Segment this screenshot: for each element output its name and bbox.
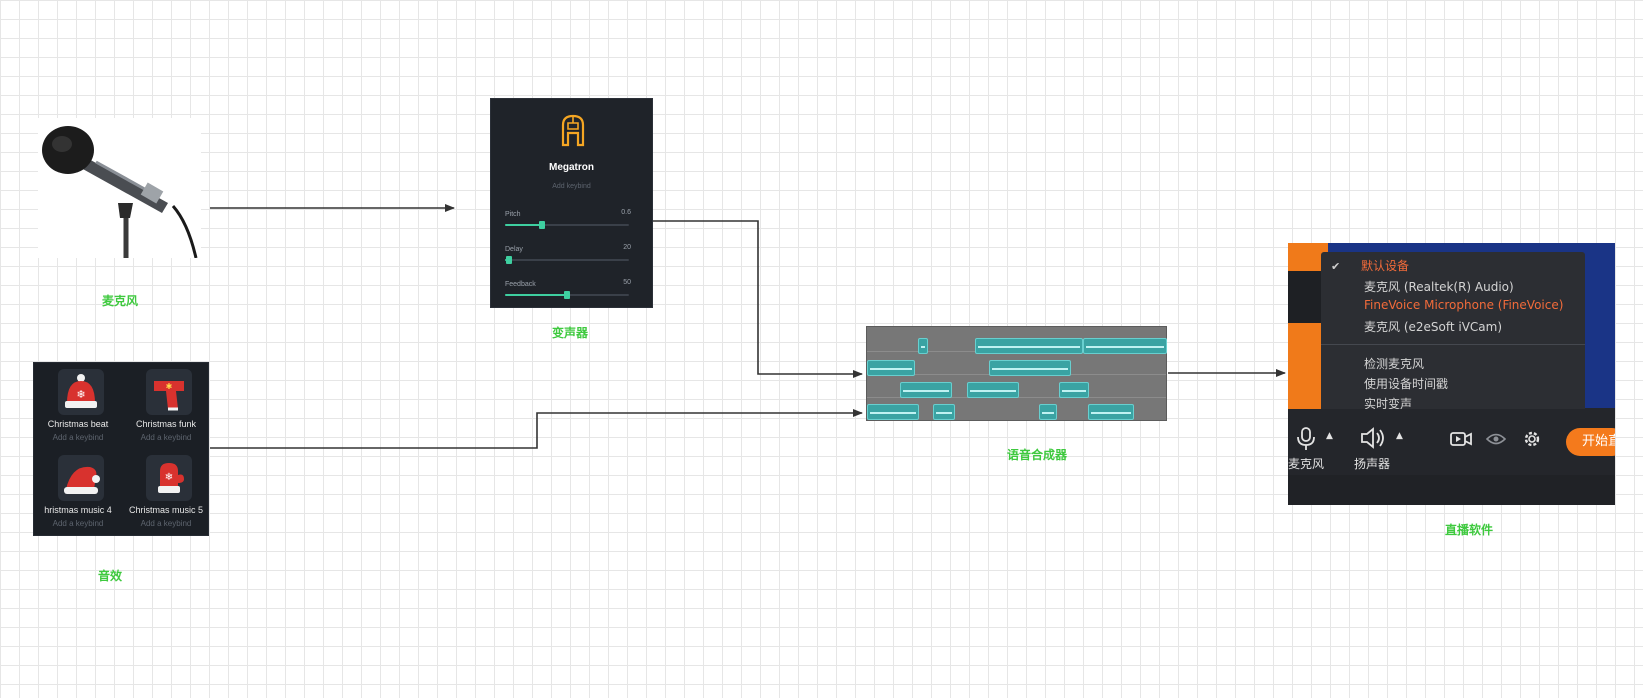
feedback-fill (505, 294, 567, 296)
sound-effect-tile[interactable]: hristmas music 4 Add a keybind (34, 451, 122, 537)
microphone-image (38, 118, 201, 259)
audio-clip[interactable] (933, 404, 955, 420)
sound-effect-keybind[interactable]: Add a keybind (140, 519, 192, 528)
scene-thumbnail[interactable] (1288, 323, 1322, 409)
audio-clip[interactable] (867, 404, 919, 420)
audio-clip[interactable] (1039, 404, 1057, 420)
sound-effect-tile[interactable]: ❄ Christmas music 5 Add a keybind (122, 451, 210, 537)
check-icon: ✔ (1331, 261, 1341, 273)
pitch-slider[interactable]: Pitch 0.6 (505, 209, 631, 235)
camera-icon[interactable] (1450, 431, 1472, 447)
audio-clip[interactable] (900, 382, 952, 398)
multitrack-timeline (866, 326, 1167, 421)
sound-effect-tile[interactable]: ✱ Christmas funk Add a keybind (122, 365, 210, 451)
caption-sound-effects: 音效 (98, 569, 123, 583)
menu-item-default-device[interactable]: 默认设备 (1361, 259, 1410, 273)
menu-item-device[interactable]: FineVoice Microphone (FineVoice) (1364, 298, 1564, 312)
menu-item-device[interactable]: 麦克风 (Realtek(R) Audio) (1364, 280, 1514, 294)
add-keybind-link[interactable]: Add keybind (552, 183, 591, 190)
caption-streaming-software: 直播软件 (1445, 523, 1494, 537)
santa-hat-icon (58, 455, 104, 501)
sound-effect-name: Christmas music 5 (128, 505, 203, 515)
chevron-up-icon[interactable]: ▲ (1396, 431, 1403, 441)
audio-clip[interactable] (867, 360, 915, 376)
snowflake-hat-icon: ❄ (58, 369, 104, 415)
audio-clip[interactable] (975, 338, 1083, 354)
pitch-knob[interactable] (539, 221, 545, 229)
speaker-icon[interactable] (1360, 427, 1386, 449)
start-live-button[interactable]: 开始直 (1566, 428, 1615, 456)
megatron-helmet-icon (561, 114, 585, 147)
audio-clip[interactable] (989, 360, 1071, 376)
svg-text:❄: ❄ (165, 472, 173, 483)
speaker-label: 扬声器 (1354, 457, 1391, 471)
audio-clip[interactable] (1059, 382, 1089, 398)
chevron-up-icon[interactable]: ▲ (1326, 431, 1333, 441)
eye-icon[interactable] (1486, 432, 1506, 446)
svg-text:✱: ✱ (166, 382, 173, 391)
voice-name: Megatron (549, 162, 594, 173)
sound-effect-keybind[interactable]: Add a keybind (140, 433, 192, 442)
sound-effect-name: Christmas beat (47, 419, 109, 429)
menu-item-option[interactable]: 使用设备时间戳 (1364, 377, 1449, 391)
delay-knob[interactable] (506, 256, 512, 264)
feedback-knob[interactable] (564, 291, 570, 299)
delay-slider[interactable]: Delay 20 (505, 244, 631, 270)
delay-track[interactable] (505, 259, 629, 261)
feedback-label: Feedback (505, 281, 536, 288)
svg-text:❄: ❄ (76, 388, 85, 401)
pitch-fill (505, 224, 542, 226)
voice-changer-panel: Megatron Add keybind Pitch 0.6 Delay 20 … (490, 98, 653, 308)
gear-icon[interactable] (1522, 429, 1542, 449)
audio-clip[interactable] (967, 382, 1019, 398)
pitch-value: 0.6 (621, 209, 631, 216)
menu-item-option[interactable]: 实时变声 (1364, 397, 1413, 411)
audio-clip[interactable] (918, 338, 928, 354)
audio-clip[interactable] (1083, 338, 1167, 354)
mitten-icon: ❄ (146, 455, 192, 501)
menu-item-device[interactable]: 麦克风 (e2eSoft iVCam) (1364, 320, 1503, 334)
scarf-icon: ✱ (146, 369, 192, 415)
menu-item-option[interactable]: 检测麦克风 (1364, 357, 1425, 371)
caption-voice-changer: 变声器 (552, 326, 589, 340)
microphone-device-menu: ✔ 默认设备 麦克风 (Realtek(R) Audio) FineVoice … (1321, 252, 1585, 424)
sound-effect-name: hristmas music 4 (44, 505, 112, 515)
caption-synthesizer: 语音合成器 (1007, 448, 1068, 462)
delay-label: Delay (505, 246, 523, 253)
sound-effect-tile[interactable]: ❄ Christmas beat Add a keybind (34, 365, 122, 451)
sound-effect-name: Christmas funk (135, 419, 197, 429)
pitch-track[interactable] (505, 224, 629, 226)
sound-effect-keybind[interactable]: Add a keybind (52, 433, 104, 442)
microphone-icon[interactable] (1296, 427, 1316, 451)
feedback-value: 50 (623, 279, 631, 286)
delay-value: 20 (623, 244, 631, 251)
audio-clip[interactable] (1088, 404, 1134, 420)
microphone-label: 麦克风 (1288, 457, 1325, 471)
pitch-label: Pitch (505, 211, 521, 218)
sound-effects-panel: ❄ Christmas beat Add a keybind ✱ Christm… (33, 362, 209, 536)
menu-divider (1321, 344, 1585, 345)
streaming-software-window: ✔ 默认设备 麦克风 (Realtek(R) Audio) FineVoice … (1288, 243, 1615, 505)
microphone-icon (42, 126, 198, 259)
feedback-slider[interactable]: Feedback 50 (505, 279, 631, 305)
status-bar (1288, 475, 1615, 505)
caption-microphone: 麦克风 (102, 294, 139, 308)
sound-effect-keybind[interactable]: Add a keybind (52, 519, 104, 528)
